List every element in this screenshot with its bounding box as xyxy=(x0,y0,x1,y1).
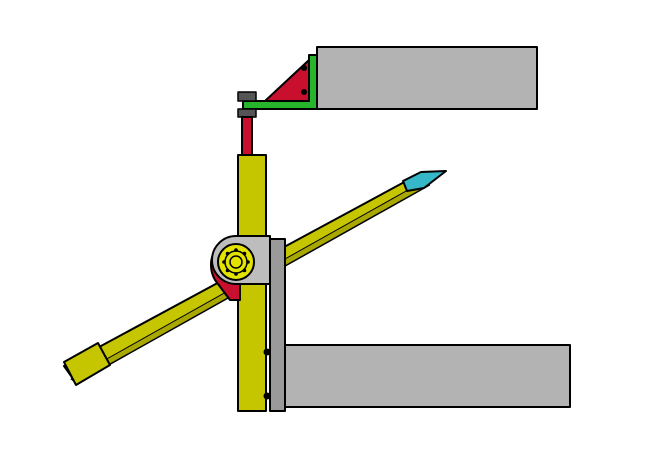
pivot-bolt-circle xyxy=(222,248,250,276)
bracket-bolt xyxy=(301,65,307,71)
lower-beam xyxy=(283,344,571,408)
tie-rod xyxy=(241,116,253,156)
bracket-nut-lower xyxy=(237,108,257,118)
bracket-nut xyxy=(237,91,257,102)
arm-tip xyxy=(402,170,447,192)
clamp-bolt xyxy=(263,392,271,400)
clamp-bolt xyxy=(263,348,271,356)
arm-handle xyxy=(63,342,111,386)
upper-beam xyxy=(316,46,538,110)
pivot-pin xyxy=(229,255,243,269)
clamp-plate xyxy=(269,238,286,412)
gusset xyxy=(264,59,310,102)
bracket-bolt xyxy=(301,89,307,95)
